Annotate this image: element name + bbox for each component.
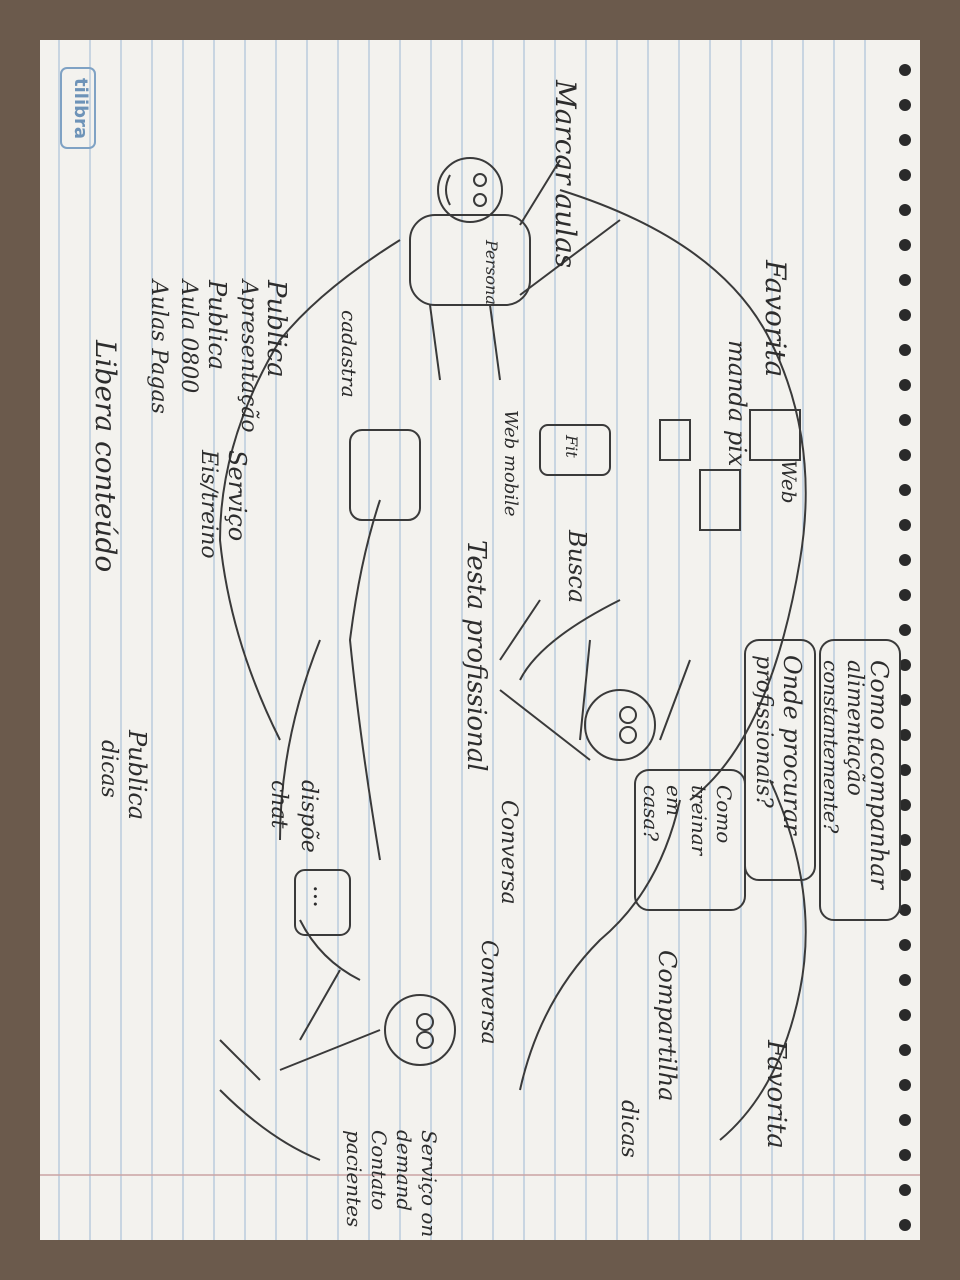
favorita-label: Favorita [761, 1040, 791, 1149]
persona2-item-4: pacientes [342, 1130, 366, 1228]
spiral-hole [899, 1149, 911, 1161]
spiral-hole [899, 99, 911, 111]
spiral-hole [899, 309, 911, 321]
spiral-hole [899, 799, 911, 811]
spiral-hole [899, 414, 911, 426]
question-1-line-2: alimentação [842, 660, 867, 796]
spiral-hole [899, 1184, 911, 1196]
spiral-hole [899, 834, 911, 846]
question-box-1 [819, 639, 901, 921]
spiral-hole [899, 1009, 911, 1021]
persona2-item-2: demand [392, 1130, 416, 1212]
spiral-hole [899, 379, 911, 391]
spiral-hole [899, 869, 911, 881]
favorita-manda-pix-label-2: manda pix [723, 340, 751, 467]
spiral-hole [899, 589, 911, 601]
spiral-hole [899, 554, 911, 566]
brand-logo-box [60, 67, 96, 149]
chat-bubble-text: ... [308, 885, 336, 908]
question-1-line-3: constantemente? [819, 660, 843, 834]
question-3-line-3: em [662, 785, 686, 816]
app-item-2: Eis/treino [196, 450, 221, 559]
spiral-hole [899, 939, 911, 951]
question-2-line-1: Onde procurar [778, 655, 806, 835]
spiral-hole [899, 1114, 911, 1126]
chat-bubble-box [294, 869, 351, 936]
cadastro-label: cadastra [337, 310, 361, 398]
question-3-line-2: treinar [687, 785, 711, 856]
personal-item-3: Publica [203, 280, 231, 371]
persona2-item-3: Contato [367, 1130, 391, 1211]
spiral-hole [899, 974, 911, 986]
personal-item-4: Aula 0800 [176, 280, 201, 394]
question-1-line-1: Como acompanhar [865, 660, 893, 889]
publica-dicas-label-1: Publica [123, 730, 151, 821]
spiral-hole [899, 1219, 911, 1231]
personal-item-5: Aulas Pagas [146, 280, 171, 414]
app-logo-box [349, 429, 421, 521]
spiral-hole [899, 729, 911, 741]
compartilha-dicas-label-2: dicas [616, 1100, 641, 1158]
persona2-item-1: Serviço on [417, 1130, 441, 1238]
dispoe-chat-label-2: chat [266, 780, 291, 829]
spiral-hole [899, 694, 911, 706]
spiral-hole [899, 484, 911, 496]
paper [40, 40, 920, 1240]
conversa-label-2: Conversa [476, 940, 501, 1045]
spiral-hole [899, 239, 911, 251]
testa-profissional-label: Testa profissional [461, 540, 491, 772]
spiral-hole [899, 904, 911, 916]
spiral-hole [899, 274, 911, 286]
flow-arrows [218, 189, 807, 1161]
app-item-1: Serviço [223, 450, 251, 542]
busca-label: Busca [563, 530, 591, 604]
spiral-hole [899, 449, 911, 461]
spiral-hole [899, 344, 911, 356]
spiral-hole [899, 169, 911, 181]
spiral-hole [899, 624, 911, 636]
persona-figure [409, 157, 621, 381]
spiral-hole [899, 64, 911, 76]
brand-logo: tilibra [70, 78, 91, 140]
favorita-manda-pix-label-1: Favorita [759, 260, 792, 378]
spiral-hole [899, 1079, 911, 1091]
question-2-line-2: profissionais? [751, 655, 776, 808]
phone-app-label: Fit [562, 435, 581, 458]
marcar-aulas-label: Marcar aulas [549, 80, 582, 269]
libera-conteudo-label: Libera conteúdo [89, 340, 122, 573]
spiral-hole [899, 519, 911, 531]
notebook-page [40, 40, 920, 1240]
question-box-3 [634, 769, 746, 911]
professional-figure [499, 599, 691, 761]
spiral-hole [899, 659, 911, 671]
question-box-2 [744, 639, 816, 881]
personal-item-2: Apresentação [236, 280, 261, 433]
question-3-line-1: Como [712, 785, 736, 844]
spiral-hole [899, 134, 911, 146]
spiral-hole [899, 764, 911, 776]
personal-item-1: Publica [261, 280, 291, 378]
compartilha-dicas-label-1: Compartilha [653, 950, 681, 1102]
spiral-hole [899, 204, 911, 216]
spiral-hole [899, 1044, 911, 1056]
phone-app-drawing [539, 424, 611, 476]
persona-label: Persona [482, 240, 501, 305]
web-mobile-label: Web mobile [500, 410, 521, 517]
question-3-line-4: casa? [639, 785, 663, 842]
dispoe-chat-label-1: dispõe [296, 780, 321, 853]
persona-2-figure [219, 969, 456, 1081]
conversa-label-1: Conversa [496, 800, 521, 905]
web-label: Web [777, 460, 801, 504]
spiral-holes [899, 64, 911, 1231]
publica-dicas-label-2: dicas [96, 740, 121, 798]
